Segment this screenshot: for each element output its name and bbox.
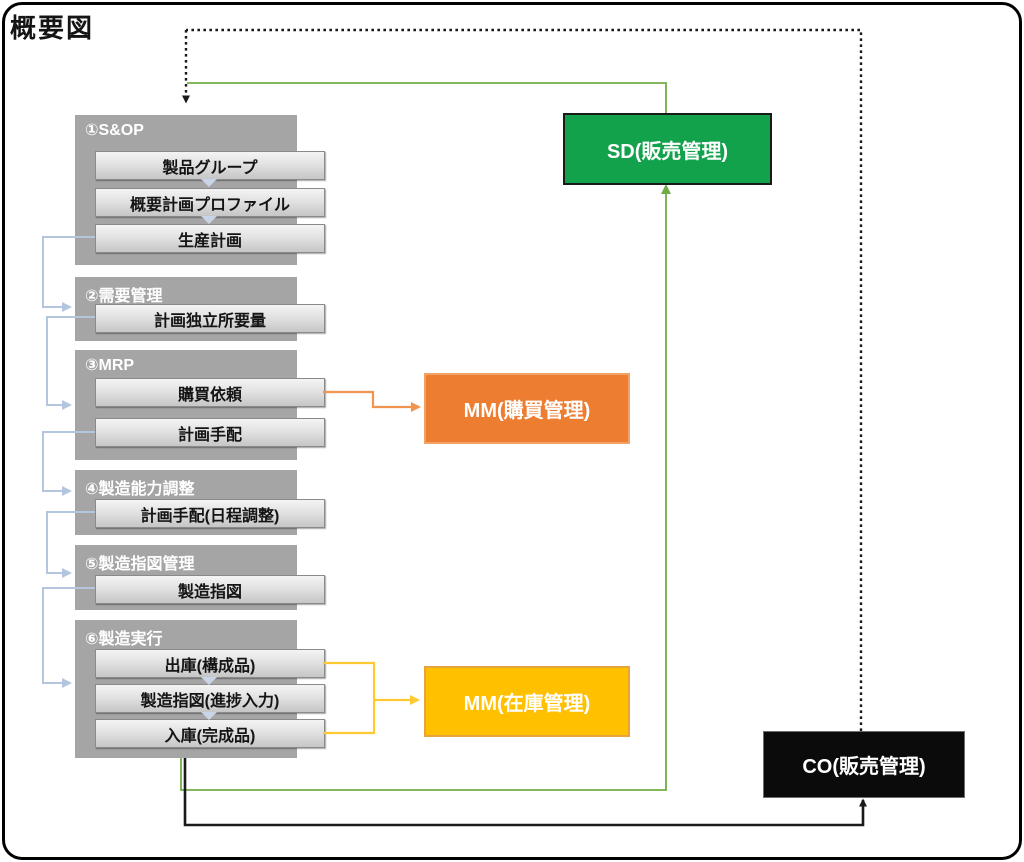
module-sd-sales: SD(販売管理): [563, 113, 772, 185]
step-planned-order: 計画手配: [95, 418, 325, 447]
module-co: CO(販売管理): [763, 731, 965, 798]
execution-to-co-arrow: [183, 758, 867, 827]
step-down-arrow-icon: [201, 677, 217, 685]
flow-mrp-to-capacity: [42, 431, 95, 496]
flow-capacity-to-order: [46, 511, 95, 578]
purchase-req-to-mm-arrow: [323, 390, 421, 412]
page-title: 概要図: [10, 13, 95, 43]
process-block-label: ②需要管理: [85, 288, 163, 305]
process-block-label: ①S&OP: [85, 122, 144, 139]
flow-order-to-execution: [42, 587, 95, 688]
step-down-arrow-icon: [201, 216, 217, 224]
goods-movement-bracket: [323, 661, 376, 735]
sd-to-sop-line: [187, 82, 667, 113]
step-planned-order-rescheduling: 計画手配(日程調整): [95, 499, 325, 528]
step-down-arrow-icon: [201, 712, 217, 720]
module-mm-purchasing: MM(購買管理): [424, 373, 630, 444]
flow-sop-to-demand: [42, 236, 95, 312]
step-product-group: 製品グループ: [95, 151, 325, 180]
process-block-label: ⑤製造指図管理: [85, 556, 195, 573]
execution-to-sd-arrow: [180, 184, 671, 791]
step-production-plan: 生産計画: [95, 224, 325, 253]
flow-demand-to-mrp: [46, 316, 95, 410]
step-purchase-requisition: 購買依頼: [95, 378, 325, 407]
step-goods-receipt-finished: 入庫(完成品): [95, 719, 325, 748]
process-block-label: ④製造能力調整: [85, 481, 195, 498]
process-block-label: ③MRP: [85, 357, 135, 374]
module-mm-inventory: MM(在庫管理): [424, 666, 630, 737]
process-block-label: ⑥製造実行: [85, 631, 163, 648]
step-production-order: 製造指図: [95, 575, 325, 604]
step-planned-independent-requirements: 計画独立所要量: [95, 304, 325, 333]
step-down-arrow-icon: [201, 179, 217, 187]
